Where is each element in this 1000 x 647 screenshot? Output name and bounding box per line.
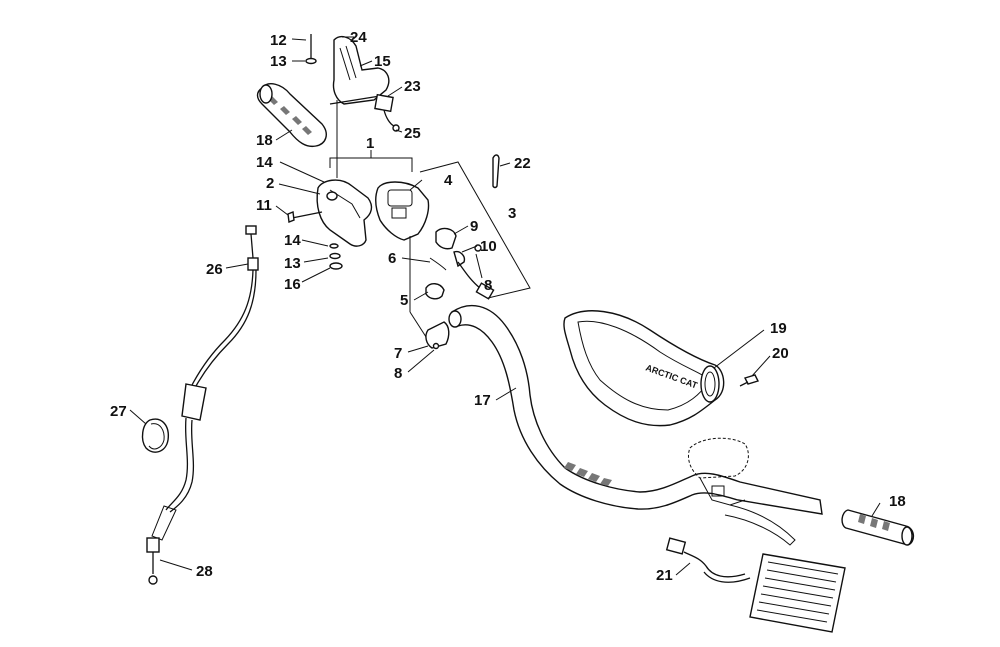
grip-left [256,83,327,148]
callout-9: 9 [470,218,478,235]
callout-14-upper: 14 [256,154,273,171]
callout-15: 15 [374,53,391,70]
callout-22: 22 [514,155,531,172]
callout-19: 19 [770,320,787,337]
callout-18-lower: 18 [889,493,906,510]
throttle-control [305,34,400,178]
grip-right [841,509,915,546]
callout-23: 23 [404,78,421,95]
callout-6: 6 [388,250,396,267]
callout-8-lower: 8 [394,365,402,382]
callout-20: 20 [772,345,789,362]
callout-17: 17 [474,392,491,409]
grip-heater-element [665,537,846,633]
callout-14-lower: 14 [284,232,301,249]
callout-18-upper: 18 [256,132,273,149]
callout-8-upper: 8 [484,277,492,294]
callout-25: 25 [404,125,421,142]
pin [492,154,500,189]
pad-screw [739,374,759,387]
callout-3: 3 [508,205,516,222]
callout-5: 5 [400,292,408,309]
retaining-ring [141,418,169,453]
callout-26: 26 [206,261,223,278]
handlebar-pad: ARCTIC CAT [563,310,725,427]
callout-2: 2 [266,175,274,192]
switch-bracket [425,321,450,350]
callout-13-lower: 13 [284,255,301,272]
throttle-cable [146,225,259,585]
callout-21: 21 [656,567,673,584]
callout-24: 24 [350,29,367,46]
callout-12: 12 [270,32,287,49]
callout-27: 27 [110,403,127,420]
callout-28: 28 [196,563,213,580]
switch-housing-right [375,181,495,341]
callout-7: 7 [394,345,402,362]
handlebar [448,304,823,515]
leader-lines [129,36,881,576]
callout-11: 11 [256,197,272,214]
brake-master-cylinder [687,437,796,546]
callout-13-upper: 13 [270,53,287,70]
callout-16: 16 [284,276,301,293]
callout-10: 10 [480,238,497,255]
switch-housing-left [287,179,373,270]
callout-4: 4 [444,172,453,189]
callout-labels: 1 2 3 4 5 6 7 8 8 9 10 11 12 13 13 14 14… [110,29,906,584]
callout-1: 1 [366,135,374,152]
